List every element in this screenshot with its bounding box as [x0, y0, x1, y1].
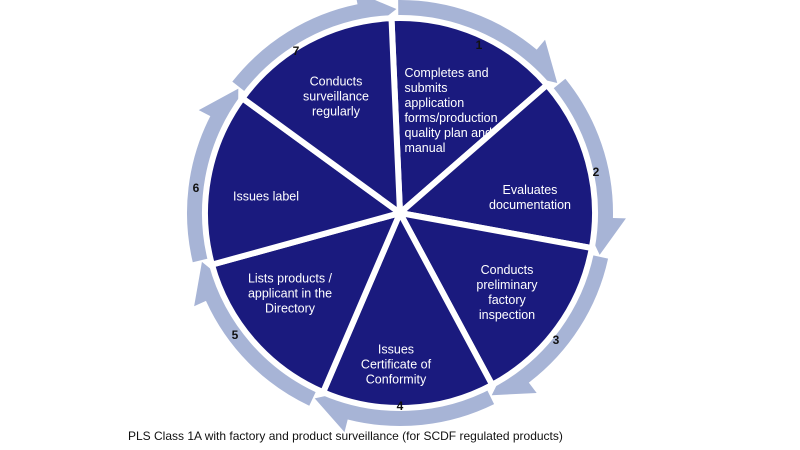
arrow-6 — [187, 88, 239, 263]
step-6-number: 6 — [192, 181, 200, 195]
segment-2 — [397, 81, 598, 252]
segment-3 — [397, 210, 595, 388]
step-7-number: 7 — [292, 44, 300, 58]
step-1-number: 1 — [475, 38, 483, 52]
step-5-number: 5 — [231, 328, 239, 342]
step-2-number: 2 — [592, 165, 600, 179]
segment-7 — [239, 15, 403, 216]
arrow-5 — [194, 261, 317, 406]
segment-6 — [202, 95, 403, 268]
segments-layer — [202, 15, 598, 411]
step-4-number: 4 — [396, 399, 404, 413]
arrow-2 — [551, 78, 626, 255]
segment-5 — [208, 210, 403, 396]
arrow-7 — [232, 0, 397, 93]
segment-4 — [320, 210, 496, 411]
diagram-caption: PLS Class 1A with factory and product su… — [128, 429, 563, 443]
step-3-number: 3 — [552, 333, 560, 347]
step-6-text: Issues label — [232, 189, 300, 204]
segment-1 — [388, 15, 551, 216]
